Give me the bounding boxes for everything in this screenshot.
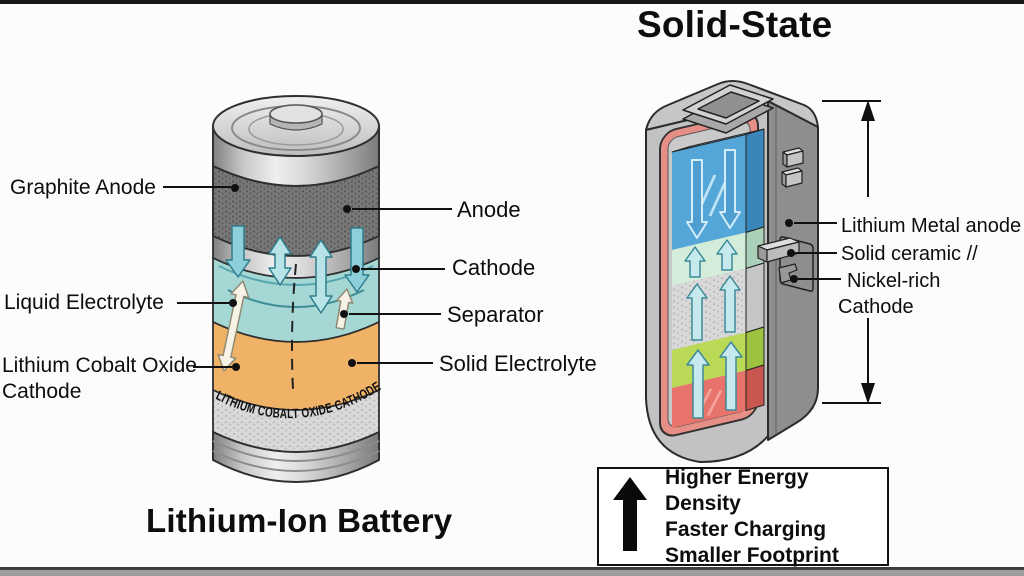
solid-state-title: Solid-State [637, 4, 833, 45]
benefit-item: Faster Charging [665, 517, 827, 541]
benefits-box: Higher Energy Density Faster Charging Sm… [597, 465, 889, 569]
double-arrow [309, 239, 333, 314]
bottom-letterbox-bar [0, 570, 1024, 576]
up-arrow [719, 341, 743, 411]
double-arrow [268, 236, 292, 286]
benefits-list: Higher Energy Density Faster Charging Sm… [665, 465, 887, 569]
up-arrow [686, 349, 710, 419]
bottom-groove-1 [212, 440, 380, 462]
label-solid-electrolyte: Solid Electrolyte [439, 351, 597, 376]
case-vents [781, 147, 804, 188]
center-dashed-line [291, 263, 297, 391]
label-nickel-rich-cathode: Cathode [838, 296, 914, 318]
up-arrow [686, 283, 708, 341]
terminal-window-outline [779, 236, 814, 292]
highlight-streak [708, 182, 727, 217]
label-separator: Separator [447, 302, 544, 327]
white-flow-arrows [217, 280, 354, 372]
benefit-item: Higher Energy Density [665, 465, 809, 515]
terminal-tabs [757, 237, 800, 284]
lithium-ion-battery-illustration: LITHIUM COBALT OXIDE CATHODE [212, 95, 383, 483]
bottom-cap [212, 431, 380, 483]
label-graphite-anode: Graphite Anode [10, 176, 156, 199]
bottom-divider-line [0, 567, 1024, 570]
label-line: Lithium Cobalt Oxide [2, 354, 197, 377]
cathode-ion-arrows [684, 239, 743, 419]
solid-state-battery-illustration [645, 80, 819, 463]
label-nickel-rich: Nickel-rich [847, 270, 941, 292]
double-arrow-diagonal [217, 280, 250, 372]
ion-flow-arrows [225, 225, 370, 314]
down-arrow [719, 149, 741, 229]
height-dimension-arrow [822, 100, 881, 404]
benefit-item: Smaller Footprint [665, 543, 839, 567]
cell-stack [659, 111, 759, 437]
down-arrow [225, 225, 251, 278]
lithium-ion-caption: Lithium-Ion Battery [146, 502, 453, 539]
down-arrow [686, 159, 708, 239]
top-rim [682, 84, 774, 134]
label-lithium-cobalt-oxide-cathode: Lithium Cobalt Oxide Cathode [2, 353, 197, 405]
label-lithium-metal-anode: Lithium Metal anode [841, 215, 1022, 237]
lithium-ion-leader-lines [163, 184, 452, 371]
bottom-groove-2 [212, 450, 380, 472]
up-arrow-icon [612, 477, 648, 556]
stack-side-faces [671, 128, 765, 411]
label-solid-ceramic: Solid ceramic // [841, 243, 978, 265]
up-arrow [719, 275, 741, 333]
highlight-streak [706, 389, 723, 416]
solid-state-leader-lines [785, 219, 841, 283]
arrowhead-up [861, 100, 875, 121]
arrowhead-down [861, 383, 875, 404]
label-line: Cathode [2, 380, 82, 403]
label-anode: Anode [457, 197, 521, 222]
label-cathode: Cathode [452, 255, 536, 280]
up-arrow [716, 239, 738, 271]
up-arrow [335, 288, 354, 330]
up-arrow [684, 246, 706, 278]
top-letterbox-bar [0, 0, 1024, 4]
positive-terminal [269, 104, 323, 124]
label-liquid-electrolyte: Liquid Electrolyte [4, 291, 164, 314]
anode-ion-arrows [686, 149, 741, 239]
down-arrow [344, 227, 370, 293]
